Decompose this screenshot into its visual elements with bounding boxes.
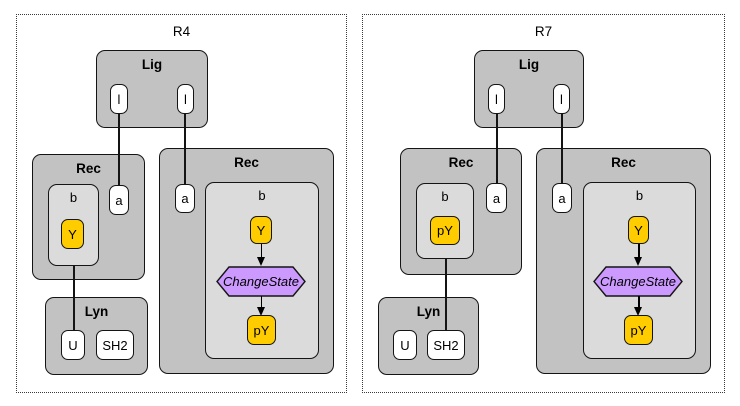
arrow-y-to-changestate bbox=[638, 244, 640, 258]
compartment-label: b bbox=[69, 190, 78, 205]
bond-lig-recright bbox=[561, 114, 563, 183]
arrowhead-icon bbox=[256, 257, 265, 266]
state-y-before: Y bbox=[250, 216, 272, 244]
molecule-label: Rec bbox=[448, 155, 474, 170]
state-py-left: pY bbox=[430, 216, 460, 245]
changestate-hexagon: ChangeState bbox=[593, 266, 683, 297]
hexagon-shape bbox=[593, 266, 683, 297]
bond-lig-recleft bbox=[496, 114, 498, 183]
compartment-label: b bbox=[258, 188, 266, 203]
site-l-left: l bbox=[110, 84, 128, 114]
site-a-right: a bbox=[552, 183, 572, 213]
molecule-label: Lig bbox=[141, 57, 163, 72]
state-py-after: pY bbox=[247, 315, 276, 345]
operation-label: ChangeState bbox=[223, 274, 299, 289]
site-a-left: a bbox=[486, 183, 507, 213]
site-a-right: a bbox=[175, 184, 195, 213]
compartment-label: b bbox=[441, 189, 449, 204]
site-sh2: SH2 bbox=[427, 330, 465, 360]
arrow-changestate-to-py bbox=[638, 296, 640, 308]
site-u: U bbox=[393, 330, 417, 360]
bond-recleft-lyn bbox=[73, 266, 75, 330]
molecule-label: Rec bbox=[234, 155, 259, 170]
rule-title: R7 bbox=[534, 24, 553, 39]
molecule-label: Rec bbox=[76, 161, 101, 176]
state-y-before: Y bbox=[628, 216, 649, 244]
state-y-left: Y bbox=[61, 219, 84, 249]
site-a-left: a bbox=[109, 185, 129, 215]
site-l-right: l bbox=[553, 84, 570, 114]
state-py-after: pY bbox=[624, 315, 653, 345]
molecule-label: Lyn bbox=[416, 304, 441, 319]
rule-panel-r4: R4 Lig l l Rec b Y a Lyn U SH2 Rec a b Y… bbox=[16, 14, 347, 393]
changestate-hexagon: ChangeState bbox=[216, 266, 306, 297]
molecule-label: Lyn bbox=[84, 304, 109, 319]
site-l-left: l bbox=[488, 84, 505, 114]
site-sh2: SH2 bbox=[96, 330, 134, 360]
bond-lig-recleft bbox=[118, 114, 120, 185]
bond-recleft-lyn bbox=[445, 259, 447, 330]
arrowhead-icon bbox=[256, 307, 265, 316]
molecule-label: Rec bbox=[611, 155, 636, 170]
compartment-label: b bbox=[635, 188, 644, 203]
bond-lig-recright bbox=[184, 114, 186, 184]
operation-label: ChangeState bbox=[600, 274, 676, 289]
arrowhead-icon bbox=[634, 257, 642, 266]
rule-title: R4 bbox=[172, 24, 191, 39]
arrow-y-to-changestate bbox=[260, 244, 262, 258]
site-u: U bbox=[61, 330, 85, 360]
rule-panel-r7: R7 Lig l l Rec b pY a Lyn U SH2 Rec a b … bbox=[362, 14, 725, 393]
arrow-changestate-to-py bbox=[260, 296, 262, 308]
hexagon-shape bbox=[216, 266, 306, 297]
arrowhead-icon bbox=[634, 307, 642, 316]
site-l-right: l bbox=[177, 84, 194, 114]
molecule-label: Lig bbox=[518, 57, 540, 72]
